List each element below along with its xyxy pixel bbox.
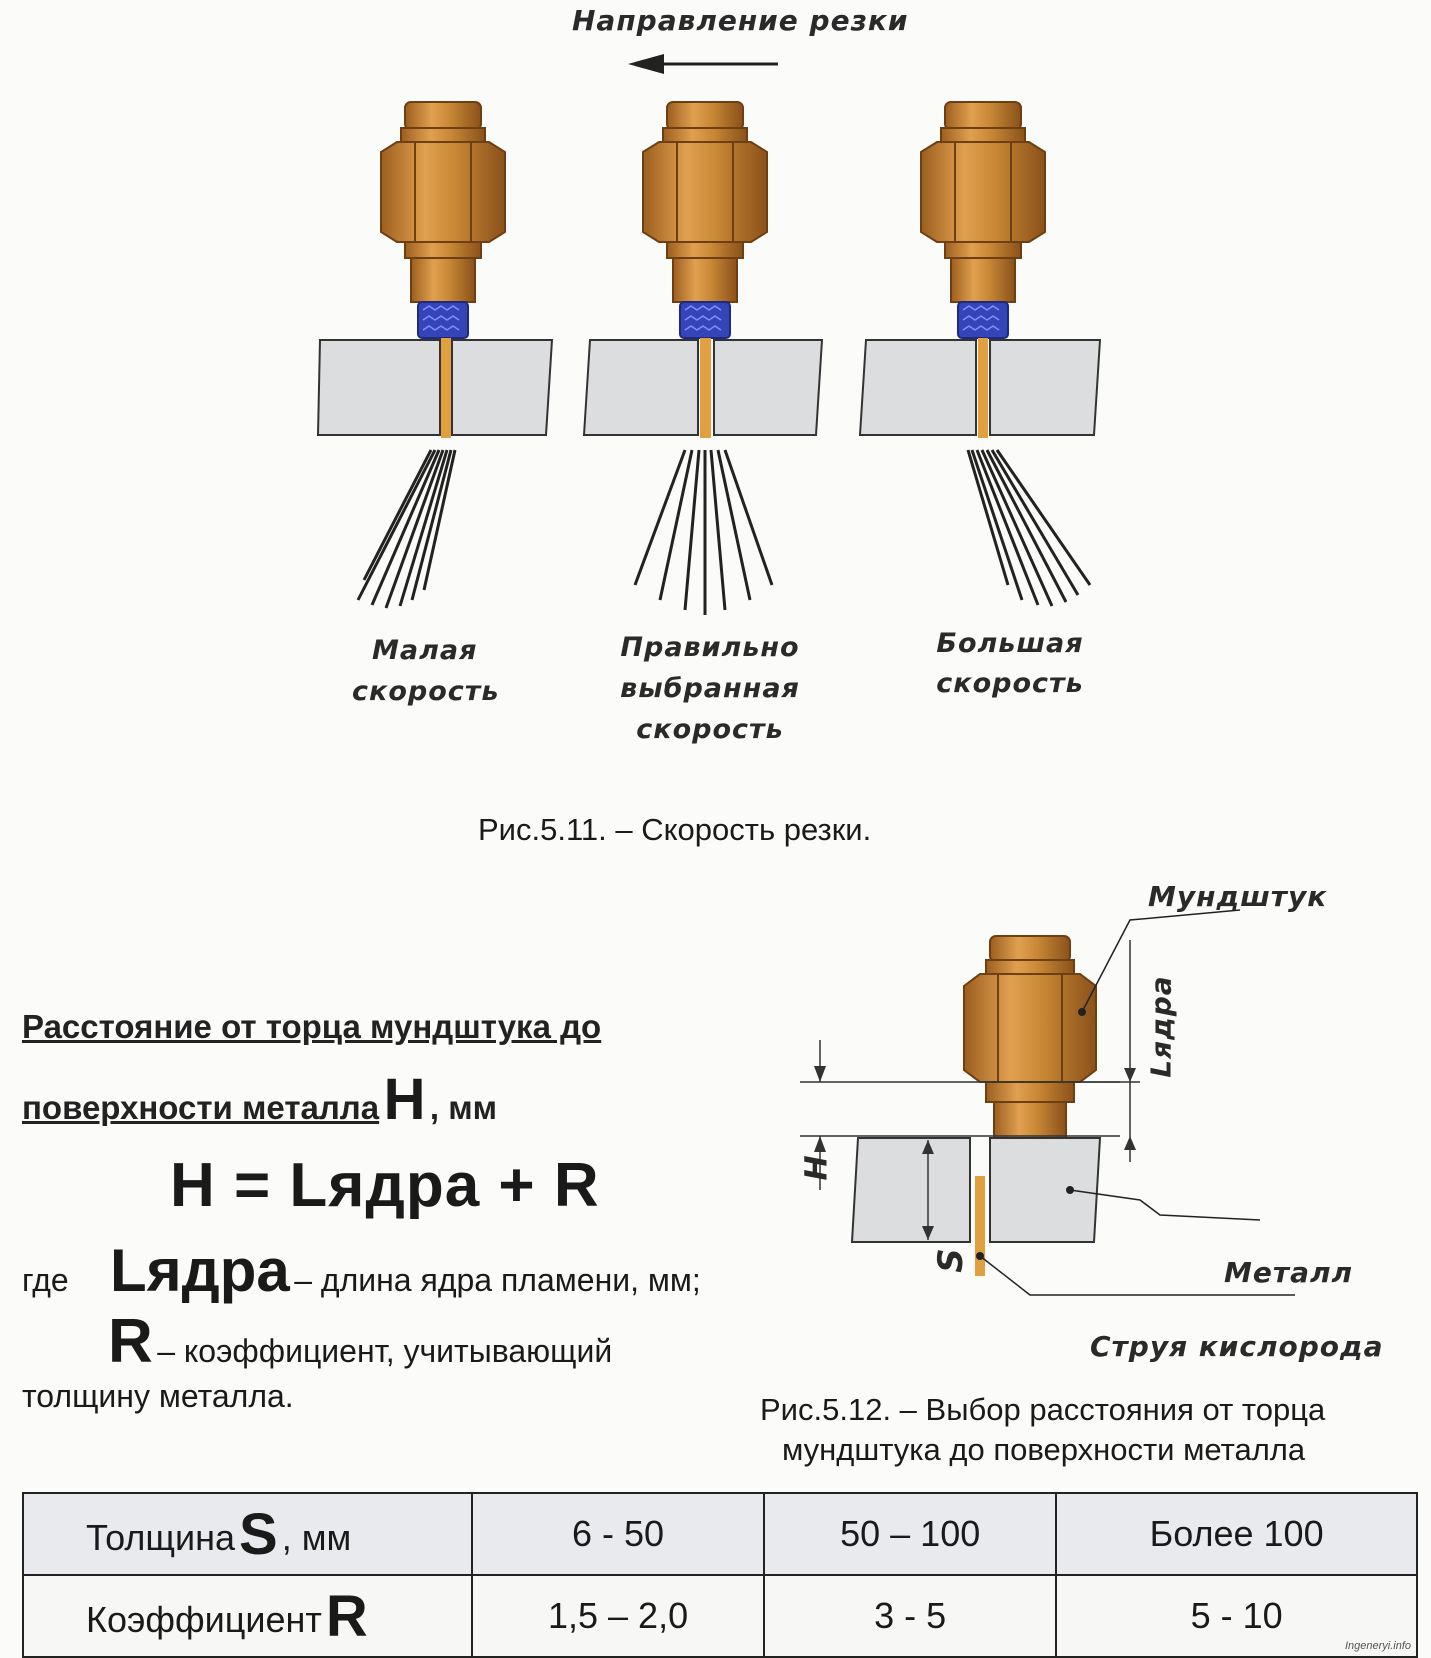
label-fast-line2: скорость — [936, 668, 1084, 699]
metal-plate-fast-left — [858, 339, 977, 436]
metal-plate-slow-right — [451, 339, 554, 436]
nozzle-correct — [642, 101, 768, 339]
table-label-thickness: ТолщинаS, мм — [22, 1492, 473, 1576]
figure-5-12-caption-line2: мундштука до поверхности металла — [782, 1432, 1306, 1467]
label-correct-1: Правильно — [620, 632, 800, 663]
spark-lines-fast — [966, 449, 1092, 607]
definition-r-symbol: R — [108, 1307, 153, 1376]
section-heading-line1: Расстояние от торца мундштука до — [22, 1008, 602, 1045]
cutting-direction-label: Направление резки — [572, 4, 909, 37]
label-slow-line1: Малая — [372, 635, 478, 666]
table-cell: 5 - 10 — [1055, 1574, 1418, 1658]
figure-5-11-caption: Рис.5.11. – Скорость резки. — [478, 812, 872, 847]
label-slow-line2: скорость — [352, 676, 500, 707]
nozzle-slow — [380, 101, 506, 339]
metal-plate-correct-left — [582, 339, 699, 436]
label-slow-2: скорость — [352, 676, 500, 707]
label-correct-line3: скорость — [636, 714, 784, 745]
table-row-thickness: ТолщинаS, мм 6 - 50 50 – 100 Более 100 — [22, 1492, 1418, 1576]
coefficient-symbol: R — [325, 1583, 368, 1649]
jet-leader-line — [979, 1255, 1295, 1296]
oxygen-jet-correct — [700, 338, 711, 438]
oxygen-jet-detail — [975, 1176, 985, 1276]
nozzle-fast — [920, 101, 1046, 339]
label-fast-1: Большая — [930, 628, 1090, 659]
thickness-symbol: S — [239, 1501, 278, 1567]
label-correct-3: скорость — [620, 714, 800, 745]
table-cell: 50 – 100 — [763, 1492, 1058, 1576]
thickness-coefficient-table: ТолщинаS, мм 6 - 50 50 – 100 Более 100 К… — [22, 1492, 1418, 1658]
formula: H = Lядра + R — [170, 1151, 600, 1220]
table-cell: 3 - 5 — [763, 1574, 1058, 1658]
watermark: Ingeneryi.info — [1345, 1640, 1412, 1652]
section-heading-text: поверхности металла — [22, 1089, 380, 1126]
label-correct-line1: Правильно — [620, 632, 800, 663]
nozzle-leader-line — [1081, 909, 1241, 1013]
nozzle-distance-diagram — [800, 909, 1295, 1296]
table-cell: Более 100 — [1055, 1492, 1418, 1576]
label-fast-2: скорость — [930, 668, 1090, 699]
section-heading-line2: поверхности металла H , мм — [22, 1066, 497, 1133]
label-nozzle: Мундштук — [1148, 880, 1328, 913]
definition-lcore-text: – длина ядра пламени, мм; — [294, 1262, 701, 1298]
label-s: S — [930, 1247, 971, 1273]
cutting-speed-diagram — [316, 54, 1102, 615]
table-cell: 6 - 50 — [470, 1492, 766, 1576]
table-row-coefficient: КоэффициентR 1,5 – 2,0 3 - 5 5 - 10 — [22, 1574, 1418, 1658]
table-label-coefficient: КоэффициентR — [22, 1574, 473, 1658]
definition-lcore: Lядра – длина ядра пламени, мм; — [110, 1236, 701, 1305]
definition-lcore-symbol: Lядра — [110, 1237, 290, 1304]
label-slow: Малая — [372, 635, 478, 666]
section-heading-unit: , мм — [429, 1089, 498, 1126]
label-oxygen-jet: Струя кислорода — [1090, 1330, 1384, 1363]
label-metal: Металл — [1224, 1256, 1353, 1289]
oxygen-jet-fast — [978, 338, 988, 438]
metal-plate-fast-right — [989, 339, 1102, 436]
label-correct-2: выбранная — [620, 673, 800, 704]
definition-r: R – коэффициент, учитывающий — [108, 1306, 612, 1377]
metal-right — [989, 1137, 1102, 1243]
metal-leader-line — [1069, 1189, 1261, 1221]
definition-r-text2: толщину металла. — [22, 1378, 294, 1414]
coefficient-label-text: Коэффициент — [86, 1598, 322, 1640]
metal-left — [850, 1137, 971, 1243]
spark-lines-correct — [633, 449, 774, 615]
label-correct-line2: выбранная — [620, 673, 800, 704]
metal-plate-correct-right — [713, 339, 824, 436]
where-word: где — [22, 1262, 69, 1298]
table-cell: 1,5 – 2,0 — [470, 1574, 766, 1658]
direction-arrow-head — [628, 54, 664, 74]
section-heading-symbol: H — [383, 1067, 426, 1132]
metal-plate-slow-left — [316, 339, 441, 436]
thickness-unit: , мм — [281, 1516, 352, 1558]
label-fast-line1: Большая — [936, 628, 1084, 659]
spark-lines-slow — [356, 449, 457, 609]
label-h: H — [799, 1154, 835, 1181]
label-lcore: Lядра — [1144, 975, 1178, 1078]
figure-5-12-caption-line1: Рис.5.12. – Выбор расстояния от торца — [760, 1392, 1326, 1427]
thickness-label-text: Толщина — [86, 1516, 236, 1558]
definition-r-text: – коэффициент, учитывающий — [157, 1333, 613, 1369]
oxygen-jet-slow — [441, 338, 451, 438]
